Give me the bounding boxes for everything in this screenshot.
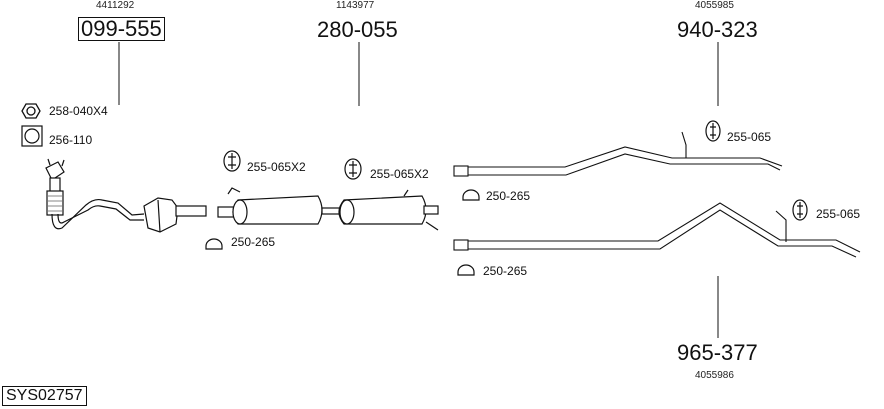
system-code: SYS02757: [2, 386, 87, 406]
accessory-label-250-265-a[interactable]: 250-265: [231, 235, 276, 249]
accessory-label-255-065x2-b[interactable]: 255-065X2: [370, 167, 429, 181]
clamp-icon: [457, 264, 475, 276]
clamp-icon: [205, 238, 223, 250]
part-number-965-377[interactable]: 965-377: [677, 340, 758, 365]
gasket-icon: [21, 125, 43, 147]
accessory-label-250-265-b[interactable]: 250-265: [486, 189, 531, 203]
clamp-icon: [462, 189, 480, 201]
rubber-mount-icon: [223, 150, 362, 180]
oe-number-280-055: 1143977: [336, 0, 375, 11]
rear-pipe-940-323[interactable]: [453, 131, 783, 177]
rubber-mount-icon: [705, 120, 721, 142]
accessory-label-256-110[interactable]: 256-110: [49, 133, 93, 147]
oe-number-940-323: 4055985: [695, 0, 734, 11]
oe-number-965-377: 4055986: [695, 370, 734, 381]
part-number-099-555[interactable]: 099-555: [78, 17, 165, 41]
catalytic-converter-front-pipe[interactable]: [45, 158, 207, 233]
accessory-label-255-065x2-a[interactable]: 255-065X2: [247, 160, 306, 174]
middle-silencer[interactable]: [217, 187, 439, 231]
accessory-label-255-065-b[interactable]: 255-065: [816, 207, 861, 221]
part-number-280-055[interactable]: 280-055: [317, 17, 398, 42]
nut-icon: [21, 103, 41, 119]
tail-pipe-965-377[interactable]: [453, 202, 861, 258]
accessory-label-250-265-c[interactable]: 250-265: [483, 264, 528, 278]
accessory-label-255-065-a[interactable]: 255-065: [727, 130, 772, 144]
part-number-940-323[interactable]: 940-323: [677, 17, 758, 42]
oe-number-099-555: 4411292: [96, 0, 135, 11]
rubber-mount-icon: [792, 199, 808, 221]
accessory-label-258-040x4[interactable]: 258-040X4: [49, 104, 108, 118]
